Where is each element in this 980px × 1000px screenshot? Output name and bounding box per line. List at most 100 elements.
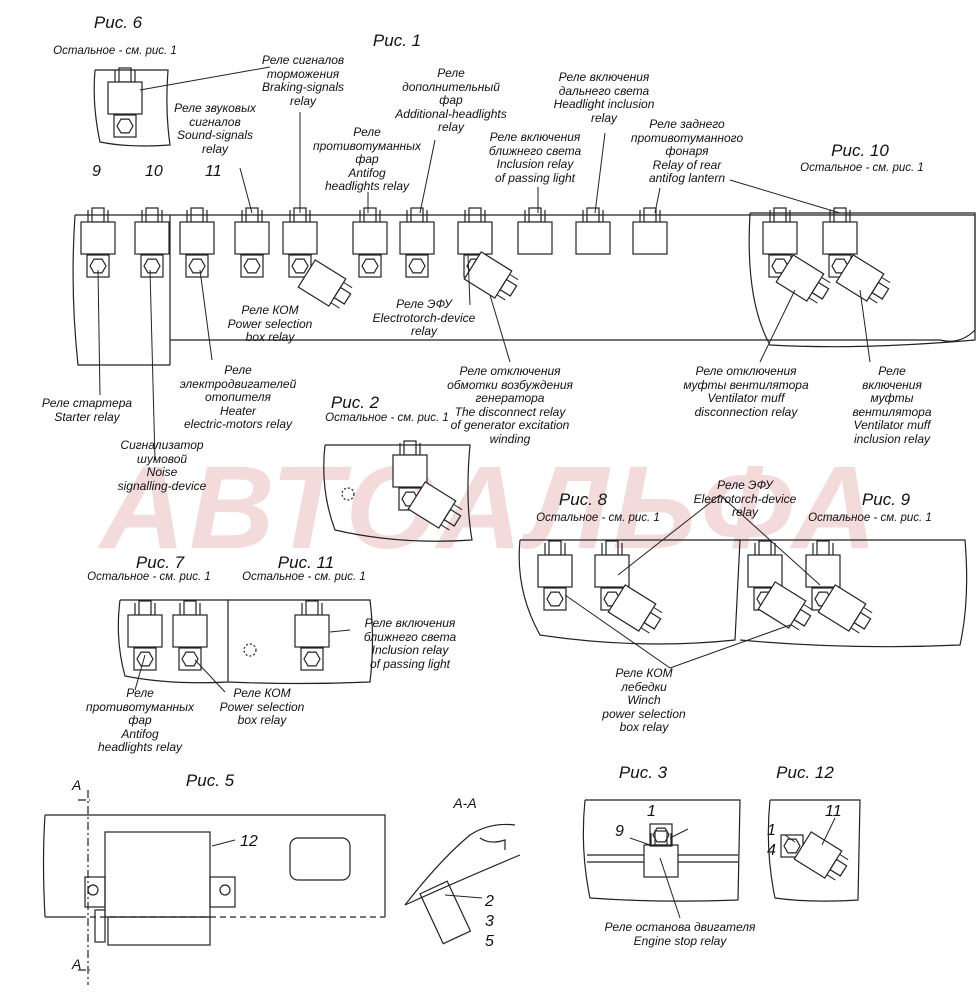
relay-fig9-tilted1 [757,581,813,631]
leader-line [97,269,101,396]
relay-disconnect-tilted-pin [496,294,506,301]
relay-fig10-2 [822,221,858,255]
label-kom-relay-2: Реле КОМ Power selection box relay [219,686,305,727]
relay-fig7-1 [127,614,163,648]
hole-icon [243,643,257,657]
cut-label-top: А [72,777,82,793]
leader-line [617,494,721,576]
relay-fig2-tilted-pin [453,503,463,511]
relay-fig3-base [649,823,673,847]
hex-nut-icon [89,258,107,274]
relay-fig1-4 [234,221,270,255]
fig3-callout-9: 9 [615,823,624,840]
relay-fig9-1 [747,554,783,588]
relay-fig12-tilted-terminal [829,858,848,877]
relay-fig7-2 [172,614,208,648]
callout-2: 2 [485,893,494,910]
fig6-title: Рис. 6 [93,13,143,32]
relay-fig1-3 [179,221,215,255]
relay-vent-on-tilted-terminal [871,281,890,300]
relay-fig1-8 [457,221,493,255]
relay-disconnect-tilted-pin [509,273,519,281]
relay-fig8-tilted-terminal [643,611,662,630]
callout-3: 3 [485,913,494,930]
label-kom-relay: Реле КОМ Power selection box relay [227,303,313,344]
relay-fig9-2 [805,554,841,588]
relay-kom-tilted-body [297,259,347,307]
panel-fig9 [735,539,968,648]
fig2-note: Остальное - см. рис. 1 [325,412,449,424]
relay-fig9-tilted2-pin [850,627,860,634]
watermark-logo: АВТОАЛЬФА [100,442,881,574]
hex-nut-icon [303,651,321,667]
hex-nut-icon [181,651,199,667]
leader-line [211,839,236,847]
leader-line [759,289,796,363]
fig2-title: Рис. 2 [330,393,380,412]
relay-fig2-tilted-body [407,481,457,529]
callout-12: 12 [240,833,258,850]
label-engine-stop-relay: Реле останова двигателя Engine stop rela… [604,920,756,948]
panel-fig6 [93,69,171,147]
callout-5: 5 [485,933,494,950]
fig12-title: Рис. 12 [776,763,834,782]
relay-vent-on-tilted-pin [868,297,878,304]
hex-nut-icon [188,258,206,274]
relay-fig1-7-base [405,254,429,278]
relay-fig9-tilted2-terminal [853,611,872,630]
relay-fig1-7 [399,221,435,255]
relay-fig11-terminal [305,600,319,616]
hex-nut-icon [546,591,564,607]
leader-line [134,654,146,691]
relay-fig7-1-terminal [138,600,152,616]
relay-vent-on-tilted-body [835,254,885,302]
fig3-callout-1: 1 [647,803,656,820]
relay-vent-on-tilted [835,254,891,304]
leader-line [239,167,253,214]
control-unit-12 [104,831,211,918]
relay-fig2 [392,454,428,488]
relay-fig7-1-base [133,647,157,671]
panel-window [289,837,351,881]
relay-fig6 [107,81,143,115]
panel-fig12 [767,799,861,902]
relay-fig9-tilted2-pin [863,606,873,614]
leader-line [444,894,483,899]
fig11-note: Остальное - см. рис. 1 [242,571,366,583]
panel-fig5 [42,814,386,918]
fig1-title: Рис. 1 [372,31,422,50]
callout-9: 9 [92,163,101,180]
relay-vent-off-tilted-pin [808,297,818,304]
relay-fig1-1 [80,221,116,255]
panel-fig8 [518,539,741,645]
fig12-callout-11: 11 [825,803,842,820]
leader-line [784,834,796,843]
leader-line [419,139,436,214]
panel-fig10 [748,212,976,348]
label-winch-kom-relay: Реле КОМ лебедки Winch power selection b… [602,666,686,734]
relay-disconnect-tilted [463,251,519,301]
leader-line [139,66,271,91]
fig8-note: Остальное - см. рис. 1 [536,512,660,524]
relay-fig1-3-base [185,254,209,278]
fig7-note: Остальное - см. рис. 1 [87,571,211,583]
panel-fig11 [227,599,374,685]
control-unit-connector [107,916,211,946]
relay-kom-tilted-pin [343,281,353,289]
leader-line [669,828,689,839]
label-noise-device: Сигнализатор шумовой Noise signalling-de… [117,438,207,493]
control-unit-flange-right [209,876,236,908]
relay-fig1-2-base [140,254,164,278]
label-antifog-relay: Реле противотуманных фар Antifog headlig… [313,125,421,193]
hex-nut-icon [652,827,670,843]
panel-fig7 [117,599,229,684]
relay-fig12-tilted-pin [839,853,849,861]
fig10-note: Остальное - см. рис. 1 [800,162,924,174]
relay-fig12-tilted-pin [826,874,836,881]
bolt-icon [219,884,231,896]
relay-fig7-2-terminal [183,600,197,616]
label-headlight-inclusion-relay: Реле включения дальнего света Headlight … [553,70,655,125]
relay-fig2-tilted-terminal [443,508,462,527]
leader-line [859,289,871,363]
relay-fig1-6 [352,221,388,255]
